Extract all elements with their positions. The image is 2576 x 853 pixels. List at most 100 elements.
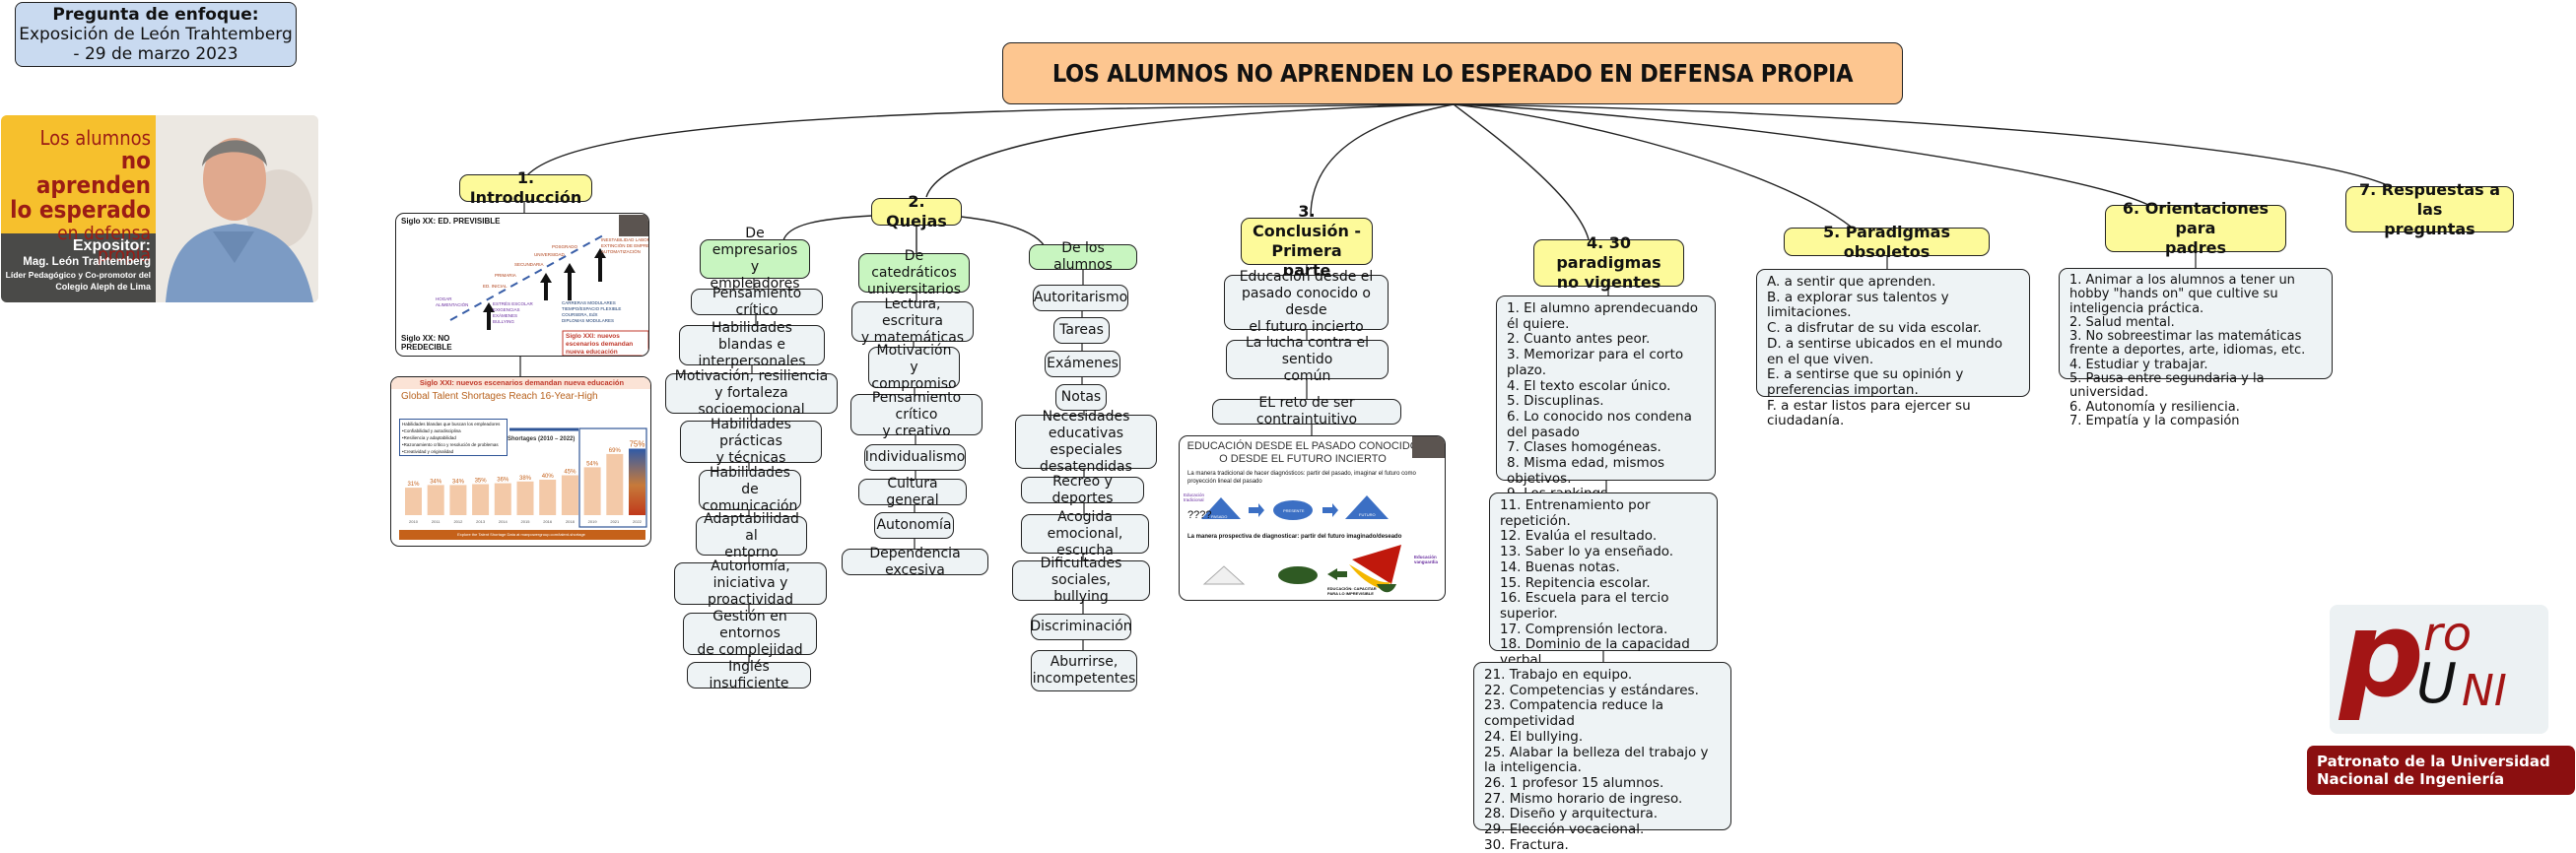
list-item: D. a sentirse ubicados en el mundo en el… — [1767, 335, 2002, 367]
subtopic-alumnos[interactable]: De los alumnos — [1029, 240, 1137, 273]
item-catedraticos[interactable]: Autonomía — [874, 512, 954, 539]
subtopic-empresarios[interactable]: De empresarios y empleadores — [700, 226, 810, 292]
banner-title-line3: lo esperado — [10, 196, 151, 224]
topic-introduccion[interactable]: 1. Introducción — [459, 168, 592, 207]
topic-quejas[interactable]: 2. Quejas — [871, 192, 962, 230]
banner-gray-panel — [1, 233, 156, 302]
topic-30-paradigmas[interactable]: 4. 30 paradigmas no vigentes — [1533, 233, 1684, 292]
patronato-line1: Patronato de la Universidad — [2317, 753, 2550, 770]
item-catedraticos[interactable]: Pensamiento crítico y creativo — [850, 390, 983, 439]
item-empresarios[interactable]: Motivación, resiliencia y fortaleza soci… — [665, 368, 838, 418]
chart-category-label: 2019 — [588, 519, 598, 524]
item-alumnos[interactable]: Tareas — [1053, 317, 1110, 344]
topic-respuestas-preguntas[interactable]: 7. Respuestas a las preguntas — [2345, 180, 2514, 238]
chart-category-label: 2010 — [409, 519, 419, 524]
item-empresarios[interactable]: Pensamiento crítico — [691, 286, 823, 318]
list-item: 27. Mismo horario de ingreso. — [1484, 790, 1683, 807]
list-item: 3. No sobreestimar las matemáticas frent… — [2069, 329, 2306, 359]
item-alumnos[interactable]: Recreo y deportes — [1021, 474, 1144, 506]
item-empresarios[interactable]: Habilidades blandas e interpersonales — [679, 320, 825, 369]
list-item: 14. Buenas notas. — [1500, 558, 1620, 575]
banner-title-line1: Los alumnos — [39, 126, 151, 150]
svg-text:UNIVERSIDAD: UNIVERSIDAD — [534, 252, 566, 257]
list-item: F. a estar listos para ejercer su ciudad… — [1767, 397, 1971, 429]
list-item: 28. Diseño y arquitectura. — [1484, 806, 1659, 822]
paradigmas-list-1: 1. El alumno aprendecuando él quiere.2. … — [1496, 295, 1716, 517]
item-catedraticos[interactable]: Dependencia excesiva — [842, 546, 988, 578]
central-topic[interactable]: LOS ALUMNOS NO APRENDEN LO ESPERADO EN D… — [1002, 42, 1903, 104]
intro-slide-talent-chart: Siglo XXI: nuevos escenarios demandan nu… — [390, 376, 651, 547]
banner-speaker-role: Líder Pedagógico y Co-promotor del — [5, 270, 151, 280]
chart-value-label: 36% — [497, 478, 509, 484]
item-catedraticos[interactable]: Lectura, escritura y matemáticas — [851, 296, 974, 346]
list-item: 2. Cuanto antes peor. — [1507, 331, 1651, 348]
svg-text:SECUNDARIA: SECUNDARIA — [514, 262, 544, 267]
slide1-title-top: Siglo XX: ED. PREVISIBLE — [401, 217, 501, 226]
item-alumnos[interactable]: Autoritarismo — [1033, 285, 1128, 311]
conclusion-item[interactable]: La lucha contra el sentido común — [1226, 335, 1389, 384]
list-item: 7. Empatía y la compasión — [2069, 413, 2240, 428]
chart-bar — [561, 475, 578, 515]
list-item: 17. Comprensión lectora. — [1500, 621, 1668, 637]
item-empresarios[interactable]: Autonomía, iniciativa y proactividad — [674, 558, 827, 608]
item-alumnos[interactable]: Discriminación — [1030, 614, 1132, 640]
list-item: 8. Misma edad, mismos objetivos. — [1507, 455, 1664, 487]
subtopic-catedraticos[interactable]: De catedráticos universitarios — [858, 248, 970, 297]
svg-text:BULLYING: BULLYING — [493, 319, 514, 324]
list-item: 3. Memorizar para el corto plazo. — [1507, 347, 1684, 378]
list-item: 1. El alumno aprendecuando él quiere. — [1507, 300, 1699, 332]
conclusion-item[interactable]: EL reto de ser contraintuitivo — [1212, 395, 1401, 427]
item-catedraticos[interactable]: Cultura general — [858, 476, 967, 508]
label-traditional: Educación tradicional — [1184, 492, 1205, 502]
item-empresarios[interactable]: Habilidades prácticas y técnicas — [680, 417, 822, 466]
item-catedraticos[interactable]: Motivación y compromiso — [868, 343, 960, 392]
item-alumnos[interactable]: Notas — [1055, 384, 1107, 411]
item-alumnos[interactable]: Aburrirse, incompetentes — [1031, 650, 1137, 691]
banner-expositor-label: Expositor: — [72, 237, 151, 254]
list-item: 24. El bullying. — [1484, 728, 1584, 745]
list-item: 6. Autonomía y resiliencia. — [2069, 399, 2240, 415]
list-item: 7. Clases homogéneas. — [1507, 439, 1661, 456]
svg-text:CARRERAS MODULARES: CARRERAS MODULARES — [562, 300, 616, 305]
item-empresarios[interactable]: Habilidades de comunicación — [699, 465, 801, 514]
slide1-callout: Siglo XXI: nuevos escenarios demandan nu… — [566, 333, 634, 356]
svg-text:EXIGENCIAS: EXIGENCIAS — [493, 307, 520, 312]
svg-text:COURSERA, EdX: COURSERA, EdX — [562, 312, 598, 317]
logo-letters-ni: NI — [2462, 666, 2507, 716]
item-alumnos[interactable]: Acogida emocional, escucha — [1021, 509, 1149, 558]
banner-speaker-school: Colegio Aleph de Lima — [55, 282, 151, 292]
topic-orientaciones-padres[interactable]: 6. Orientaciones para padres — [2105, 199, 2286, 257]
logo-letter-u: U — [2416, 652, 2457, 716]
chart-bar — [449, 485, 467, 515]
chart-category-label: 2013 — [476, 519, 486, 524]
svg-text:EXÁMENES: EXÁMENES — [493, 312, 517, 318]
item-empresarios[interactable]: Inglés insuficiente — [687, 659, 811, 691]
item-catedraticos[interactable]: Individualismo — [864, 444, 966, 471]
chart-category-label: 2018 — [566, 519, 576, 524]
item-alumnos[interactable]: Exámenes — [1045, 351, 1120, 377]
svg-text:DIPLOMAS MODULARES: DIPLOMAS MODULARES — [562, 318, 614, 323]
banner-title-line4: en defensa propia — [57, 223, 151, 266]
obsoletos-list: A. a sentir que aprenden.B. a explorar s… — [1756, 269, 2030, 428]
list-item: 13. Saber lo ya enseñado. — [1500, 544, 1674, 560]
topic-paradigmas-obsoletos[interactable]: 5. Paradigmas obsoletos — [1784, 223, 1990, 261]
shape-future: FUTURO — [1359, 512, 1376, 517]
list-item: 23. Compatencia reduce la competividad — [1484, 697, 1664, 730]
skills-box-line: •Confiabilidad y autodisciplina — [402, 428, 461, 433]
item-alumnos[interactable]: Dificultades sociales, bullying — [1012, 556, 1150, 605]
topic-conclusion[interactable]: 3. Conclusión - Primera parte — [1241, 202, 1373, 280]
svg-text:PRIMARIA: PRIMARIA — [495, 273, 516, 278]
item-empresarios[interactable]: Gestión en entornos de complejidad — [683, 609, 817, 658]
prouni-logo: p ro U NI — [2330, 605, 2548, 734]
item-alumnos[interactable]: Necesidades educativas especiales desate… — [1015, 409, 1157, 475]
banner-yellow-panel — [1, 115, 156, 233]
item-empresarios[interactable]: Adaptabilidad al entorno — [696, 511, 807, 560]
chart-value-label: 38% — [519, 476, 532, 482]
list-item: 6. Lo conocido nos condena del pasado — [1507, 408, 1692, 440]
patronato-line2: Nacional de Ingeniería — [2317, 770, 2505, 788]
svg-text:ED. INICIAL: ED. INICIAL — [483, 284, 508, 289]
paradigmas-list-3: 21. Trabajo en equipo.22. Competencias y… — [1473, 662, 1731, 852]
conclusion-item[interactable]: Educación desde el pasado conocido o des… — [1224, 269, 1389, 335]
